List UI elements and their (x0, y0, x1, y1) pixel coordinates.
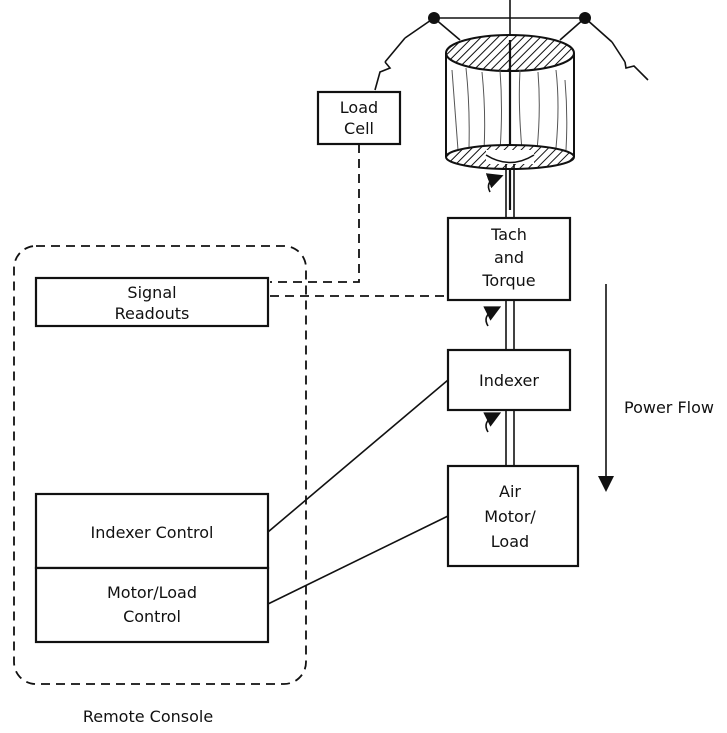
guy-wire-anchor-right (579, 12, 591, 24)
remote-console-label: Remote Console (83, 707, 213, 726)
power-flow-label: Power Flow (624, 398, 714, 417)
air-motor-label-line2: Motor/ (484, 507, 536, 526)
tach-label-line2: and (494, 248, 524, 267)
signal-readouts-label-line1: Signal (127, 283, 176, 302)
indexer-box: Indexer (446, 348, 572, 412)
signal-readouts-box: Signal Readouts (34, 276, 270, 328)
indexer-label: Indexer (479, 371, 539, 390)
tach-label-line1: Tach (490, 225, 527, 244)
indexer-control-label: Indexer Control (91, 523, 214, 542)
control-connections (267, 379, 449, 605)
power-flow-indicator: Power Flow (598, 284, 714, 492)
load-cell-label-line2: Cell (344, 119, 374, 138)
tach-label-line3: Torque (481, 271, 535, 290)
load-cell-box: Load Cell (316, 90, 402, 146)
rotor (445, 0, 575, 210)
load-cell-label-line1: Load (340, 98, 378, 117)
air-motor-label-line3: Load (491, 532, 529, 551)
drive-shaft (483, 164, 515, 466)
air-motor-load-box: Air Motor/ Load (446, 464, 580, 568)
air-motor-label-line1: Air (499, 482, 521, 501)
motor-load-control-box: Motor/Load Control (34, 566, 270, 644)
remote-console: Signal Readouts Indexer Control Motor/Lo… (13, 245, 307, 726)
tach-torque-box: Tach and Torque (446, 216, 572, 302)
indexer-control-box: Indexer Control (34, 492, 270, 570)
guy-wire-anchor-left (428, 12, 440, 24)
signal-connections (270, 144, 448, 297)
signal-readouts-label-line2: Readouts (115, 304, 190, 323)
motor-load-control-label-line1: Motor/Load (107, 583, 197, 602)
motor-load-control-label-line2: Control (123, 607, 181, 626)
